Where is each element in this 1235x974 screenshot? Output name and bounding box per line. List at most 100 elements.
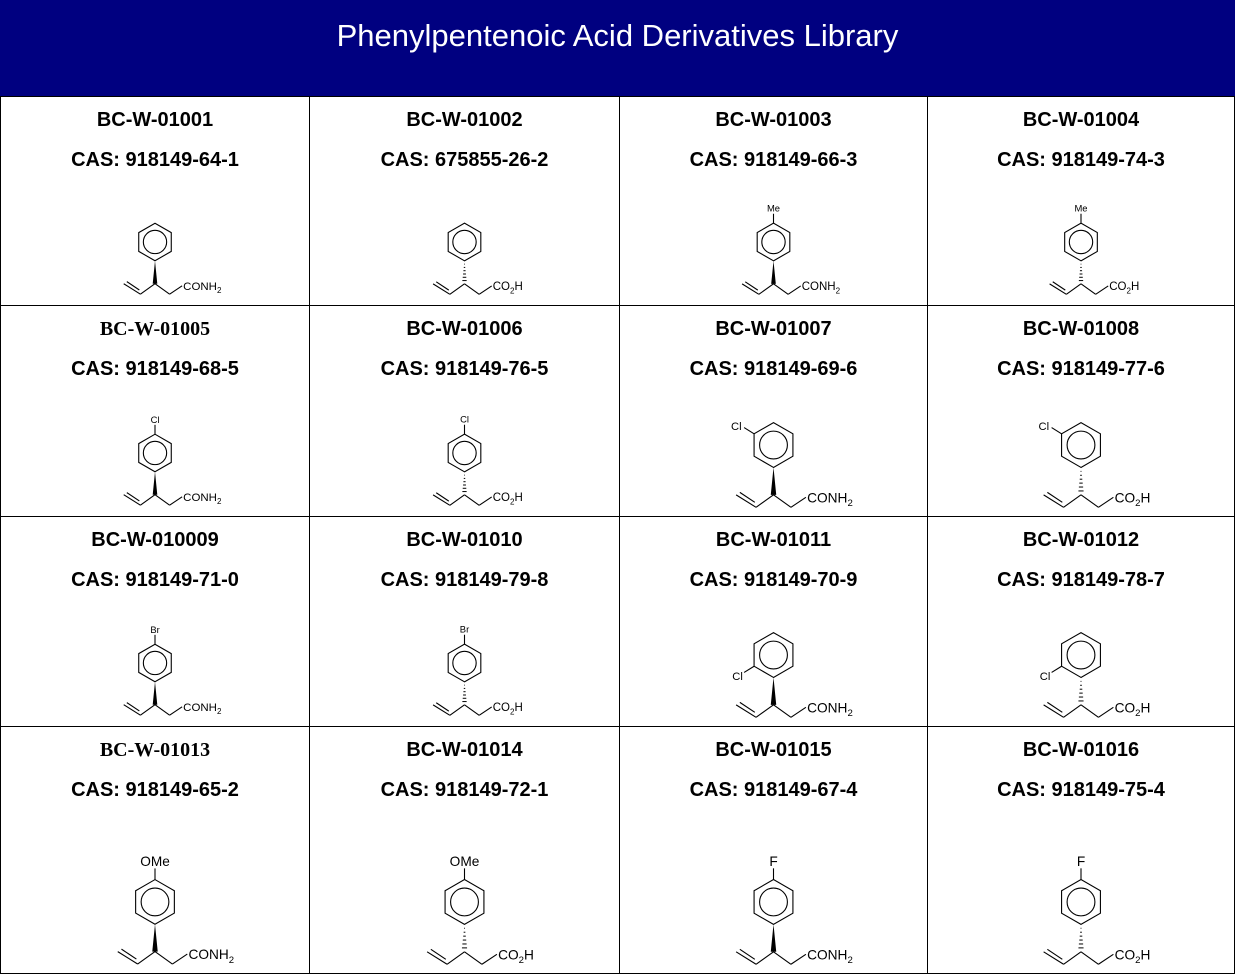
cas-number: CAS: 918149-79-8	[380, 569, 549, 591]
compound-code: BC-W-01014	[406, 739, 523, 761]
compound-code: BC-W-01003	[715, 109, 832, 131]
functional-group-label: CONH2	[183, 281, 222, 295]
carbon-chain	[432, 281, 493, 295]
substituent: F	[769, 854, 778, 880]
benzene-ring	[753, 878, 794, 926]
benzene-ring	[1061, 878, 1101, 926]
benzene-ring	[138, 222, 172, 262]
carbon-chain	[123, 702, 183, 716]
stereo-bond	[1078, 680, 1084, 702]
compound-code: BC-W-01001	[96, 109, 214, 131]
compound-code: BC-W-01011	[715, 529, 832, 551]
substituent: Cl	[732, 665, 755, 683]
carbon-chain	[735, 491, 807, 508]
carbon-chain	[123, 281, 183, 295]
carbon-chain	[1049, 281, 1109, 295]
substituent: Me	[1074, 203, 1088, 224]
stereo-bond	[771, 260, 776, 284]
cas-number: CAS: 918149-68-5	[71, 358, 239, 380]
benzene-ring	[753, 631, 794, 679]
cas-number: CAS: 918149-71-0	[71, 569, 239, 591]
carbon-chain	[432, 492, 493, 506]
functional-group-label: CO2H	[493, 702, 523, 716]
stereo-bond	[152, 681, 158, 705]
molecule-drawing: CONH2	[123, 222, 222, 295]
compound-code: BC-W-01006	[406, 318, 523, 340]
stereo-bond	[152, 260, 158, 284]
functional-group-label: CO2H	[498, 947, 534, 966]
stereo-bond	[770, 677, 777, 705]
molecule-drawing: CONH2 OMe	[117, 854, 235, 966]
benzene-ring	[1064, 222, 1098, 262]
carbon-chain	[1043, 948, 1114, 965]
molecule-structure: CONH2 Cl	[731, 421, 853, 509]
substituent: Me	[767, 203, 780, 224]
functional-group-label: CONH2	[807, 490, 853, 509]
functional-group-label: CO2H	[1115, 700, 1151, 719]
stereo-bond	[1078, 927, 1084, 949]
functional-group-label: CONH2	[189, 947, 235, 966]
benzene-ring	[447, 433, 482, 473]
substituent-label: Br	[150, 625, 159, 635]
molecule-structure: CO2H	[432, 222, 523, 295]
substituent-label: F	[769, 854, 777, 869]
compound-code: BC-W-01002	[406, 109, 523, 131]
benzene-ring	[138, 643, 172, 683]
compound-code: BC-W-01013	[99, 739, 211, 761]
functional-group-label: CO2H	[493, 281, 523, 295]
carbon-chain	[1043, 701, 1114, 718]
carbon-chain	[426, 948, 498, 965]
substituent: Cl	[731, 421, 755, 435]
compound-code: BC-W-01007	[715, 318, 832, 340]
cas-number: CAS: 918149-67-4	[689, 779, 858, 801]
stereo-bond	[770, 924, 777, 952]
benzene-ring	[756, 222, 791, 262]
molecule-drawing: CO2H	[432, 222, 523, 295]
substituent: OMe	[140, 854, 170, 880]
benzene-ring	[135, 878, 175, 925]
substituent-label: Me	[767, 203, 780, 214]
compound-code: BC-W-01015	[715, 739, 832, 761]
carbon-chain	[1043, 491, 1114, 508]
compound-code: BC-W-01010	[406, 529, 523, 551]
stereo-bond	[462, 474, 467, 493]
functional-group-label: CONH2	[802, 281, 841, 295]
molecule-structure: CONH2	[123, 222, 222, 295]
compound-code: BC-W-01016	[1022, 739, 1140, 761]
substituent-label: Cl	[732, 671, 743, 683]
molecule-drawing: CONH2 Cl	[731, 421, 853, 509]
benzene-ring	[447, 222, 482, 262]
functional-group-label: CO2H	[1115, 947, 1151, 966]
molecule-drawing: CONH2 F	[735, 854, 853, 966]
carbon-chain	[432, 702, 493, 716]
stereo-bond	[462, 263, 467, 282]
functional-group-label: CONH2	[807, 947, 853, 966]
molecule-drawing: CONH2 Me	[741, 203, 841, 295]
compound-code: BC-W-01012	[1022, 529, 1140, 551]
carbon-chain	[741, 281, 802, 295]
cas-number: CAS: 918149-65-2	[71, 779, 239, 801]
cas-number: CAS: 918149-70-9	[689, 569, 858, 591]
